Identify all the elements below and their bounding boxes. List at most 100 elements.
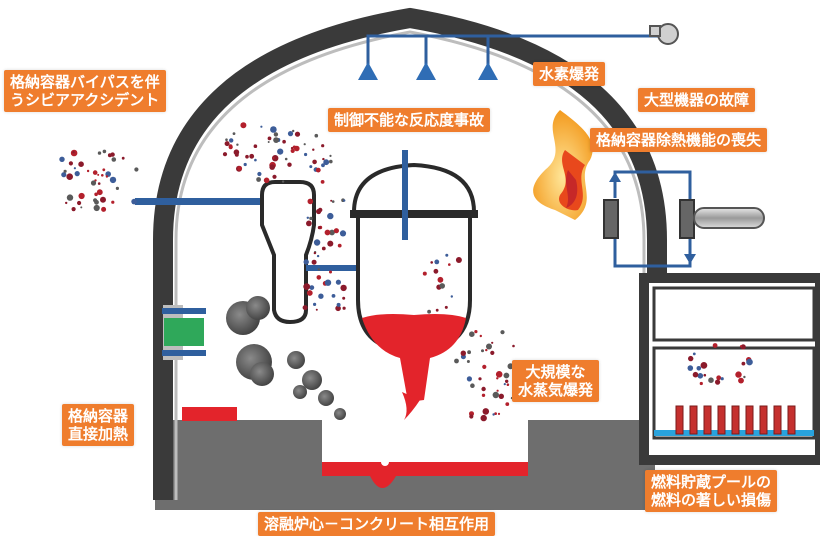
debris-particle <box>78 161 84 167</box>
debris-particle <box>309 165 313 169</box>
debris-particle <box>427 309 431 314</box>
debris-particle <box>490 350 495 355</box>
debris-particle <box>90 180 97 186</box>
debris-particle <box>337 243 342 248</box>
pump-icon <box>649 23 679 45</box>
debris-particle <box>71 207 76 212</box>
debris-particle <box>692 352 696 356</box>
steam-generator <box>260 180 316 325</box>
debris-particle <box>97 173 100 176</box>
debris-particle <box>311 259 317 265</box>
debris-particle <box>316 275 322 280</box>
debris-particle <box>327 212 334 220</box>
debris-particle <box>455 257 462 263</box>
debris-particle <box>342 296 346 300</box>
debris-particle <box>321 163 325 168</box>
debris-particle <box>321 144 325 148</box>
label-direct-containment-heating: 格納容器直接加熱 <box>62 404 135 446</box>
debris-particle <box>115 186 119 190</box>
debris-particle <box>485 348 488 352</box>
debris-particle <box>715 379 721 385</box>
debris-particle <box>439 283 446 289</box>
debris-particle <box>474 330 478 334</box>
debris-particle <box>121 156 125 160</box>
label-heat-removal-loss: 格納容器除熱機能の喪失 <box>590 128 768 152</box>
debris-particle <box>327 240 334 247</box>
debris-particle <box>500 330 505 335</box>
debris-particle <box>329 270 332 274</box>
debris-particle <box>313 239 321 246</box>
debris-particle <box>253 144 258 148</box>
debris-particle <box>59 156 65 162</box>
debris-particle <box>94 199 99 205</box>
debris-particle <box>131 198 137 205</box>
spray-nozzle-icon <box>358 62 378 80</box>
debris-particle <box>703 373 707 377</box>
debris-particle <box>249 153 255 159</box>
debris-particle <box>697 373 704 379</box>
debris-particle <box>333 228 339 234</box>
debris-particle <box>324 229 331 236</box>
debris-particle <box>708 377 714 384</box>
debris-particle <box>316 208 322 215</box>
debris-particle <box>699 381 703 386</box>
debris-particle <box>331 200 335 203</box>
containment-inner-wall <box>174 30 646 500</box>
debris-particle <box>232 132 236 136</box>
debris-particle <box>290 148 295 153</box>
debris-particle <box>469 331 475 338</box>
debris-particle <box>302 305 308 311</box>
debris-particle <box>687 365 694 371</box>
label-steam-explosion: 大規模な水蒸気爆発 <box>512 360 600 402</box>
debris-particle <box>498 393 504 399</box>
debris-particle <box>292 129 295 133</box>
debris-particle <box>257 171 262 177</box>
debris-particle <box>245 154 249 159</box>
debris-particle <box>329 159 333 164</box>
debris-particle <box>105 175 109 178</box>
debris-particle <box>317 268 320 271</box>
debris-particle <box>339 230 347 237</box>
debris-particle <box>469 414 474 419</box>
debris-particle <box>111 200 115 204</box>
debris-particle <box>467 350 471 355</box>
debris-particle <box>317 226 321 230</box>
debris-particle <box>78 192 85 200</box>
debris-particle <box>237 166 243 171</box>
debris-particle <box>294 131 301 137</box>
debris-particle <box>306 220 312 227</box>
debris-particle <box>503 383 506 386</box>
reactor-cavity <box>322 420 528 470</box>
debris-particle <box>312 159 317 165</box>
debris-particle <box>495 371 503 378</box>
debris-particle <box>273 132 279 137</box>
debris-particle <box>481 393 486 397</box>
debris-particle <box>444 305 448 309</box>
debris-particle <box>254 158 257 162</box>
debris-particle <box>287 131 294 137</box>
debris-particle <box>74 171 80 177</box>
debris-particle <box>430 261 434 264</box>
debris-particle <box>269 164 276 170</box>
debris-particles-icon <box>59 122 753 422</box>
debris-particle <box>316 254 320 258</box>
debris-particle <box>273 137 279 144</box>
valve-icon <box>164 318 204 346</box>
debris-particle <box>466 376 472 382</box>
debris-particle <box>306 290 313 296</box>
debris-particle <box>66 173 73 180</box>
debris-particle <box>460 350 466 356</box>
debris-particle <box>340 284 347 292</box>
debris-particle <box>692 371 699 378</box>
debris-particle <box>450 295 453 298</box>
debris-particle <box>111 157 117 162</box>
debris-particle <box>97 182 101 185</box>
label-large-equipment-failure: 大型機器の故障 <box>638 88 756 112</box>
debris-particle <box>109 176 117 184</box>
debris-particle <box>331 294 336 298</box>
debris-particle <box>281 180 285 183</box>
debris-particle <box>107 153 112 158</box>
debris-particle <box>290 146 294 150</box>
debris-particle <box>335 279 341 285</box>
debris-particle <box>94 192 98 197</box>
